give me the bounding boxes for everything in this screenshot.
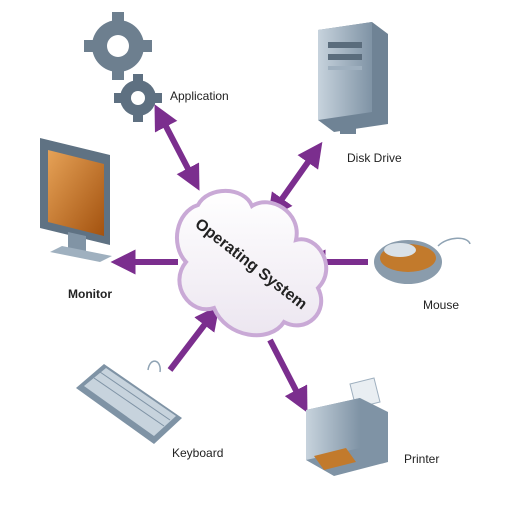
node-label-mouse: Mouse xyxy=(423,298,460,312)
arrow-os-disk-drive xyxy=(267,141,323,220)
gears-icon xyxy=(84,12,162,122)
node-label-disk-drive: Disk Drive xyxy=(347,151,402,165)
mouse-icon xyxy=(374,237,471,284)
arrow-os-application xyxy=(154,104,200,191)
node-label-printer: Printer xyxy=(404,452,440,466)
operating-system-cloud: Operating System xyxy=(175,189,329,338)
arrow-keyboard-os xyxy=(167,304,220,372)
monitor-icon xyxy=(40,138,112,262)
node-label-application: Application xyxy=(170,89,229,103)
connector-arrows xyxy=(110,104,368,413)
disk-drive-icon xyxy=(318,22,388,134)
node-label-keyboard: Keyboard xyxy=(172,446,224,460)
keyboard-icon xyxy=(76,360,182,444)
arrow-os-printer xyxy=(267,338,308,413)
printer-icon xyxy=(306,377,388,476)
node-label-monitor: Monitor xyxy=(68,287,112,301)
